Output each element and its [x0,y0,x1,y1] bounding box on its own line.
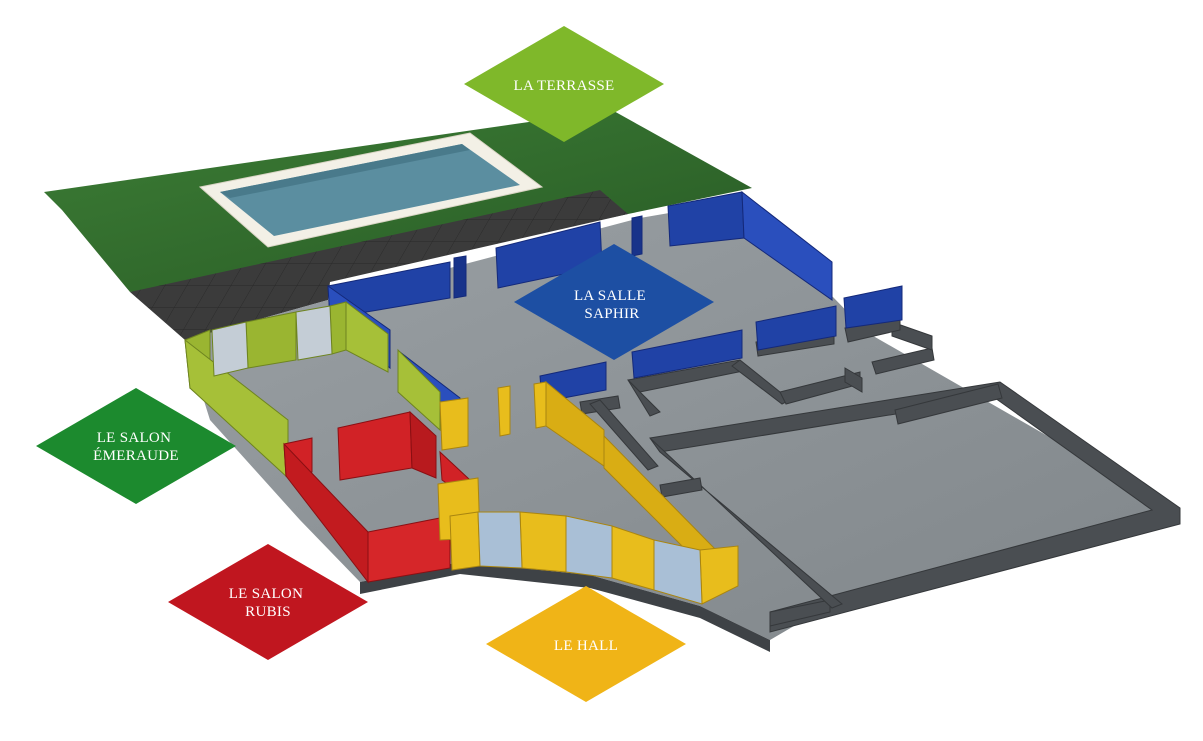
zone-label-emeraude-line-2: ÉMERAUDE [93,447,179,464]
zone-label-emeraude-text: LE SALON ÉMERAUDE [93,430,179,464]
zone-label-hall-text: LE HALL [554,638,618,654]
zone-label-rubis-line-1: LE SALON [229,586,303,602]
zone-label-hall-line-1: LE HALL [554,638,618,654]
zone-label-emeraude[interactable]: LE SALON ÉMERAUDE [36,388,236,504]
zone-label-saphir-line-2: SAPHIR [584,306,639,322]
zone-label-rubis-line-2: RUBIS [245,604,291,620]
swimming-pool [198,132,544,248]
red-walls [283,410,471,584]
zone-label-rubis[interactable]: LE SALON RUBIS [168,544,368,660]
zone-label-saphir-line-1: LA SALLE [574,288,646,304]
yellow-walls [437,380,739,605]
green-walls [184,300,441,480]
zone-label-terrasse-line-1: LA TERRASSE [514,78,615,94]
zone-label-terrasse[interactable]: LA TERRASSE [464,26,664,142]
zone-label-terrasse-text: LA TERRASSE [514,78,615,94]
paving [130,190,628,340]
zone-label-saphir-text: LA SALLE SAPHIR [574,288,650,322]
zone-label-emeraude-line-1: LE SALON [97,430,171,446]
grey-walls [579,317,1181,633]
zone-label-hall[interactable]: LE HALL [486,586,686,702]
zone-label-rubis-text: LE SALON RUBIS [229,586,308,620]
zone-label-saphir[interactable]: LA SALLE SAPHIR [514,244,714,360]
